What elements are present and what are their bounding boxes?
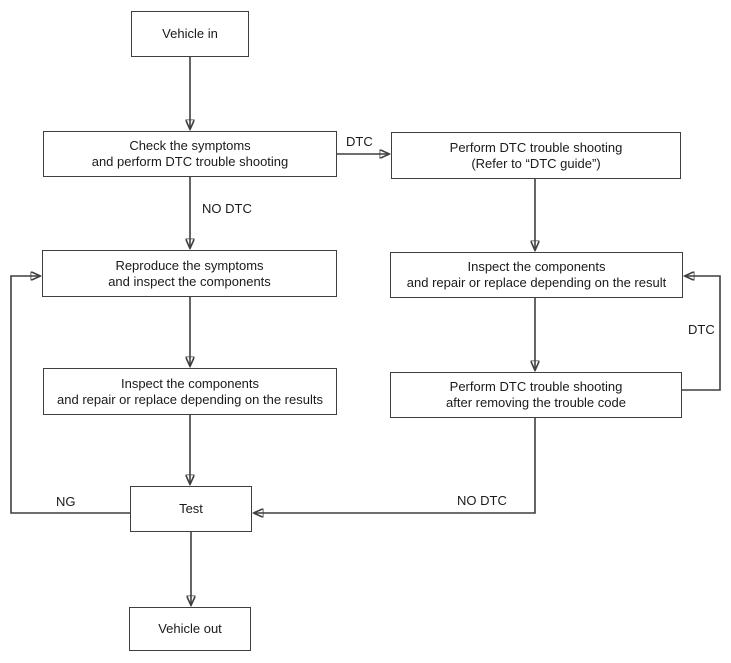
- node-reproduce-line1: Reproduce the symptoms: [115, 257, 264, 273]
- node-check-symptoms-line1: Check the symptoms: [129, 138, 251, 153]
- edge-label-no-dtc: NO DTC: [200, 201, 254, 216]
- node-inspect-left-line2: and repair or replace depending on the r…: [57, 391, 323, 407]
- node-check-symptoms: Check the symptoms and perform DTC troub…: [43, 131, 337, 177]
- node-perform-dtc-line2: (Refer to “DTC guide”): [471, 155, 601, 171]
- edge-label-no-dtc-test: NO DTC: [455, 493, 509, 508]
- node-inspect-left-line1: Inspect the components: [120, 375, 260, 391]
- node-perform-dtc-after-line2: after removing the trouble code: [446, 395, 626, 410]
- node-test-label: Test: [179, 501, 203, 516]
- node-perform-dtc-line1: Perform DTC trouble shooting: [449, 139, 623, 155]
- node-perform-dtc-after-line1: Perform DTC trouble shooting: [449, 379, 623, 394]
- edge-label-ng: NG: [54, 494, 78, 509]
- node-vehicle-out-label: Vehicle out: [158, 621, 222, 636]
- edge-label-dtc-loop: DTC: [686, 322, 717, 337]
- node-perform-dtc-troubleshooting: Perform DTC trouble shooting (Refer to “…: [391, 132, 681, 179]
- node-vehicle-out: Vehicle out: [129, 607, 251, 651]
- node-perform-dtc-after-removing: Perform DTC trouble shooting after remov…: [390, 372, 682, 418]
- node-reproduce-symptoms: Reproduce the symptoms and inspect the c…: [42, 250, 337, 297]
- edge-label-dtc: DTC: [344, 134, 375, 149]
- node-inspect-components-left: Inspect the components and repair or rep…: [43, 368, 337, 415]
- edge-ng-loop-back: [10, 276, 130, 514]
- node-vehicle-in: Vehicle in: [131, 11, 249, 57]
- edge-no-dtc-to-test: [254, 418, 536, 513]
- edge-dtc-loop-back: [682, 276, 721, 391]
- node-check-symptoms-line2: and perform DTC trouble shooting: [91, 154, 289, 169]
- node-test: Test: [130, 486, 252, 532]
- node-reproduce-line2: and inspect the components: [108, 273, 271, 289]
- node-inspect-right-line1: Inspect the components: [467, 259, 606, 274]
- node-vehicle-in-label: Vehicle in: [162, 26, 218, 41]
- node-inspect-right-line2: and repair or replace depending on the r…: [406, 275, 667, 290]
- node-inspect-components-right: Inspect the components and repair or rep…: [390, 252, 683, 298]
